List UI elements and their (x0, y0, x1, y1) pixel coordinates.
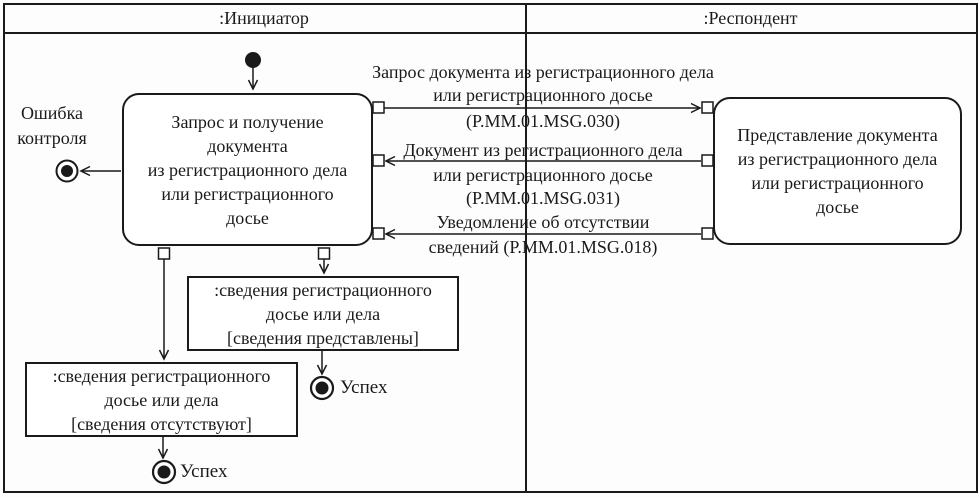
object-node-absent-label: :сведения регистрационного досье или дел… (52, 365, 271, 434)
diagram-frame (3, 3, 978, 493)
message-document-label: Документ из регистрационного дела (403, 140, 683, 160)
activity-provide-document-label: Представление документа из регистрационн… (737, 125, 938, 217)
success-label-absent: Успех (180, 461, 228, 482)
lane-divider (525, 3, 527, 491)
message-request-code: (P.MM.01.MSG.030) (465, 111, 621, 131)
object-node-provided-label: :сведения регистрационного досье или дел… (214, 279, 432, 348)
message-request-label: Запрос документа из регистрационного дел… (372, 62, 714, 105)
lane-header-initiator-label: :Инициатор (219, 8, 309, 28)
lane-header-initiator: :Инициатор (3, 5, 525, 32)
object-node-absent: :сведения регистрационного досье или дел… (25, 362, 298, 437)
lane-header-respondent: :Респондент (525, 5, 976, 32)
activity-request-document-label: Запрос и получение документа из регистра… (147, 111, 348, 228)
message-notice-code: сведений (P.MM.01.MSG.018) (428, 237, 658, 257)
lane-header-divider (3, 32, 976, 34)
success-label-provided: Успех (340, 377, 388, 398)
activity-request-document: Запрос и получение документа из регистра… (122, 93, 373, 246)
error-label: Ошибка контроля (17, 103, 87, 148)
message-document-code: или регистрационного досье (P.MM.01.MSG.… (433, 165, 653, 208)
activity-provide-document: Представление документа из регистрационн… (713, 97, 962, 245)
lane-header-respondent-label: :Респондент (703, 8, 798, 28)
object-node-provided: :сведения регистрационного досье или дел… (187, 276, 459, 351)
message-notice-label: Уведомление об отсутствии (436, 212, 650, 232)
